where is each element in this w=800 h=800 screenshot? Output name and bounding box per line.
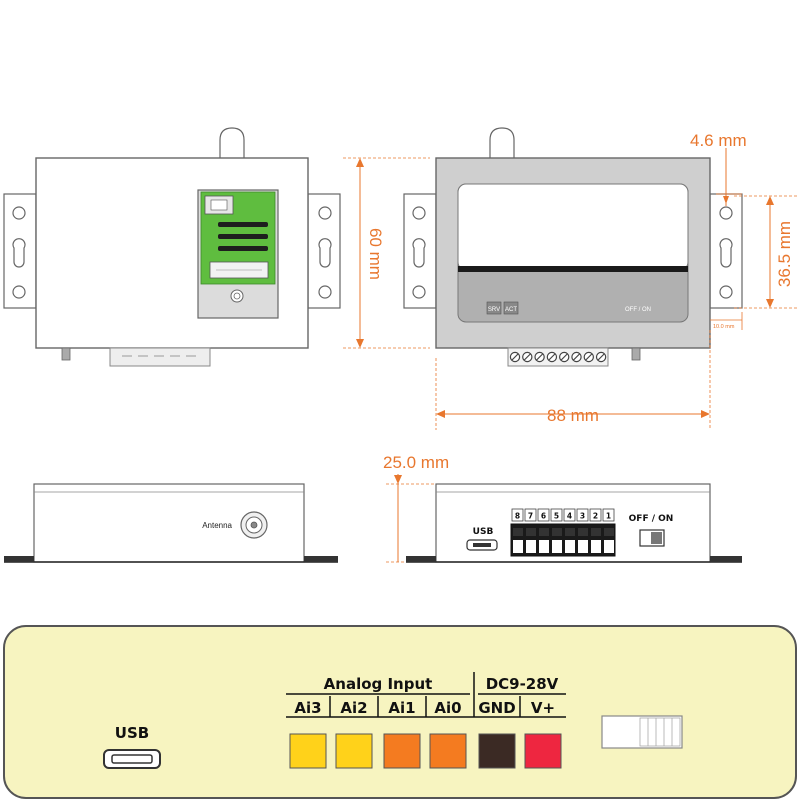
pin-label: Ai2 <box>340 699 367 717</box>
terminal-slot-top <box>526 528 536 536</box>
dim-height-label: 60 mm <box>366 228 385 280</box>
terminal-slot <box>578 540 588 553</box>
pin-label: Ai3 <box>294 699 321 717</box>
dim-hole-spacing: 36.5 mm <box>734 195 798 309</box>
pin-terminal-ai1 <box>383 733 421 769</box>
dim-depth-label: 25.0 mm <box>383 453 449 472</box>
terminal-slot-top <box>513 528 523 536</box>
terminal-number-box <box>524 508 537 522</box>
terminal-number-box <box>550 508 563 522</box>
terminal-number: 7 <box>528 512 533 521</box>
terminal-number-box <box>563 508 576 522</box>
dim-depth: 25.0 mm <box>383 453 449 563</box>
panel-pin-row: Ai3 Ai2 Ai1 Ai0 GND V+ <box>289 699 562 769</box>
dim-flange: 10.0 mm <box>710 312 743 330</box>
led-srv <box>486 301 502 315</box>
terminal-slots <box>513 528 614 553</box>
terminal-slot-top <box>552 528 562 536</box>
dim-width: 88 mm <box>435 330 711 430</box>
mounting-ear-left-front <box>403 193 437 309</box>
mounting-ear-right-front <box>709 193 743 309</box>
antenna-connector-icon <box>240 511 268 539</box>
led-srv-label: SRV <box>488 307 500 313</box>
side-view-antenna: Antenna <box>4 483 338 563</box>
terminal-screws <box>509 351 607 363</box>
antenna-stub <box>219 127 245 158</box>
terminal-slot <box>591 540 601 553</box>
terminal-number-box <box>537 508 550 522</box>
terminal-number-box <box>576 508 589 522</box>
dim-height: 60 mm <box>343 157 430 349</box>
panel-usb-label: USB <box>115 724 149 742</box>
terminal-slot <box>565 540 575 553</box>
terminal-slot-top <box>604 528 614 536</box>
pin-label: GND <box>478 699 515 717</box>
terminal-number: 8 <box>515 512 520 521</box>
terminal-number: 3 <box>580 512 585 521</box>
terminal-slot <box>552 540 562 553</box>
pin-terminal-gnd <box>478 733 516 769</box>
panel-group-analog: Analog Input <box>324 675 433 693</box>
terminal-slot <box>539 540 549 553</box>
terminal-slot-top <box>578 528 588 536</box>
sim-slot <box>197 189 279 319</box>
antenna-label: Antenna <box>202 521 232 530</box>
front-stripe <box>458 266 688 272</box>
terminal-slot <box>513 540 523 553</box>
led-act <box>503 301 519 315</box>
terminal-block-back <box>109 347 211 367</box>
led-act-label: ACT <box>505 307 517 313</box>
front-window <box>457 183 689 271</box>
front-view: SRV ACT OFF / ON <box>403 127 743 367</box>
front-switch-label: OFF / ON <box>625 307 651 313</box>
antenna-stub-front <box>489 127 515 158</box>
side-switch-label: OFF / ON <box>629 514 674 524</box>
terminal-slot-top <box>565 528 575 536</box>
io-panel-frame <box>3 625 797 799</box>
dim-hole-offset: 4.6 mm <box>690 131 747 206</box>
terminal-number: 5 <box>554 512 559 521</box>
terminal-number-box <box>602 508 615 522</box>
dim-flange-label: 10.0 mm <box>713 324 735 330</box>
terminal-number-box <box>589 508 602 522</box>
pin-terminal-vplus <box>524 733 562 769</box>
pin-terminal-ai2 <box>335 733 373 769</box>
back-view <box>3 127 341 367</box>
terminal-slot-top <box>539 528 549 536</box>
side-usb-label: USB <box>473 527 494 537</box>
terminal-slot <box>526 540 536 553</box>
button-nub-front <box>631 347 641 361</box>
pin-terminal-ai0 <box>429 733 467 769</box>
pin-terminal-ai3 <box>289 733 327 769</box>
io-panel: USB Analog Input DC9-28V Ai3 Ai2 Ai1 Ai0 GND… <box>3 625 797 799</box>
dim-hole-spacing-label: 36.5 mm <box>775 221 794 287</box>
pin-label: Ai1 <box>388 699 415 717</box>
mounting-ear-left <box>3 193 37 309</box>
pin-label: Ai0 <box>434 699 461 717</box>
sim-screw-icon <box>230 289 244 303</box>
terminal-number: 4 <box>567 512 572 521</box>
terminal-number: 6 <box>541 512 546 521</box>
antenna-nub-bottom <box>61 347 71 361</box>
terminal-number-box <box>511 508 524 522</box>
dim-hole-offset-label: 4.6 mm <box>690 131 747 150</box>
terminal-block-front <box>507 347 609 367</box>
pin-label: V+ <box>531 699 555 717</box>
terminal-slot <box>604 540 614 553</box>
panel-group-power: DC9-28V <box>486 675 559 693</box>
terminal-number: 1 <box>606 512 611 521</box>
terminal-number: 2 <box>593 512 598 521</box>
mounting-ear-right <box>307 193 341 309</box>
terminal-slot-top <box>591 528 601 536</box>
dim-width-label: 88 mm <box>547 406 599 425</box>
